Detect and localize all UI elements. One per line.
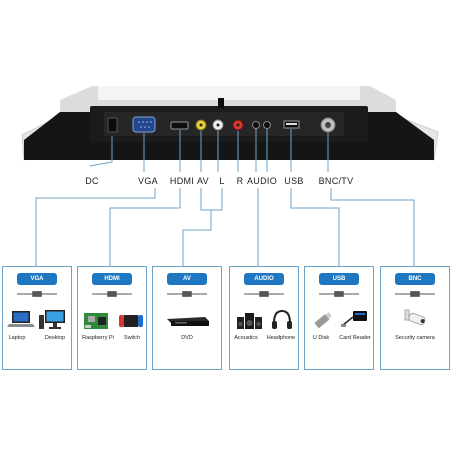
security-camera-icon [404,309,426,326]
card-audio: AUDIO Acoustics Headphone [229,266,299,370]
cable-bar-icon [92,291,132,297]
dvd-player-icon [167,317,209,326]
card-tag-bnc: BNC [395,273,435,285]
desktop-icon [39,310,65,329]
card-tag-av: AV [167,273,207,285]
cable-bar-icon [244,291,284,297]
device-label-u-disk: U Disk [312,335,330,341]
cable-bar-icon [395,291,435,297]
device-label-laptop: Laptop [8,335,26,341]
port-label-bnc-tv: BNC/TV [318,176,354,186]
card-tag-audio: AUDIO [244,273,284,285]
vga-port [132,116,156,133]
bnc-port [320,117,336,133]
device-label-card-reader: Card Reader [339,335,371,341]
cable-bar-icon [167,291,207,297]
port-label-l: L [219,176,225,186]
port-label-audio: AUDIO [246,176,278,186]
device-label-acoustics: Acoustics [234,335,258,341]
card-vga: VGA Laptop Desktop [2,266,72,370]
speaker-icon [237,313,262,329]
device-label-headphone: Headphone [266,335,296,341]
card-tag-hdmi: HDMI [92,273,132,285]
card-bnc: BNC Security camera [380,266,450,370]
hdmi-port [170,121,189,130]
card-usb: USB U Disk Card Reader [304,266,374,370]
device-label-switch: Switch [123,335,141,341]
cable-bar-icon [319,291,359,297]
usb-stick-icon [314,312,332,329]
laptop-icon [7,311,35,327]
card-av: AV DVD [152,266,222,370]
r-port [232,119,244,131]
port-label-hdmi: HDMI [169,176,195,186]
card-tag-vga: VGA [17,273,57,285]
av-port [195,119,207,131]
headphone-icon [272,309,292,329]
port-label-r: R [236,176,244,186]
device-label-security-camera: Security camera [395,335,435,341]
switch-console-icon [119,315,143,327]
port-label-dc: DC [85,176,99,186]
audio-port-2 [263,121,271,129]
card-hdmi: HDMI Raspberry Pi Switch [77,266,147,370]
device-label-desktop: Desktop [44,335,66,341]
device-label-raspberry-pi: Raspberry Pi [82,335,114,341]
audio-port-1 [252,121,260,129]
dc-port [107,117,118,133]
port-label-vga: VGA [138,176,158,186]
port-label-av: AV [197,176,209,186]
card-tag-usb: USB [319,273,359,285]
device-label-dvd: DVD [181,335,193,341]
port-label-usb: USB [284,176,304,186]
cable-bar-icon [17,291,57,297]
usb-port [283,120,300,129]
l-port [212,119,224,131]
raspberry-pi-icon [84,313,108,329]
card-reader-icon [341,311,367,327]
